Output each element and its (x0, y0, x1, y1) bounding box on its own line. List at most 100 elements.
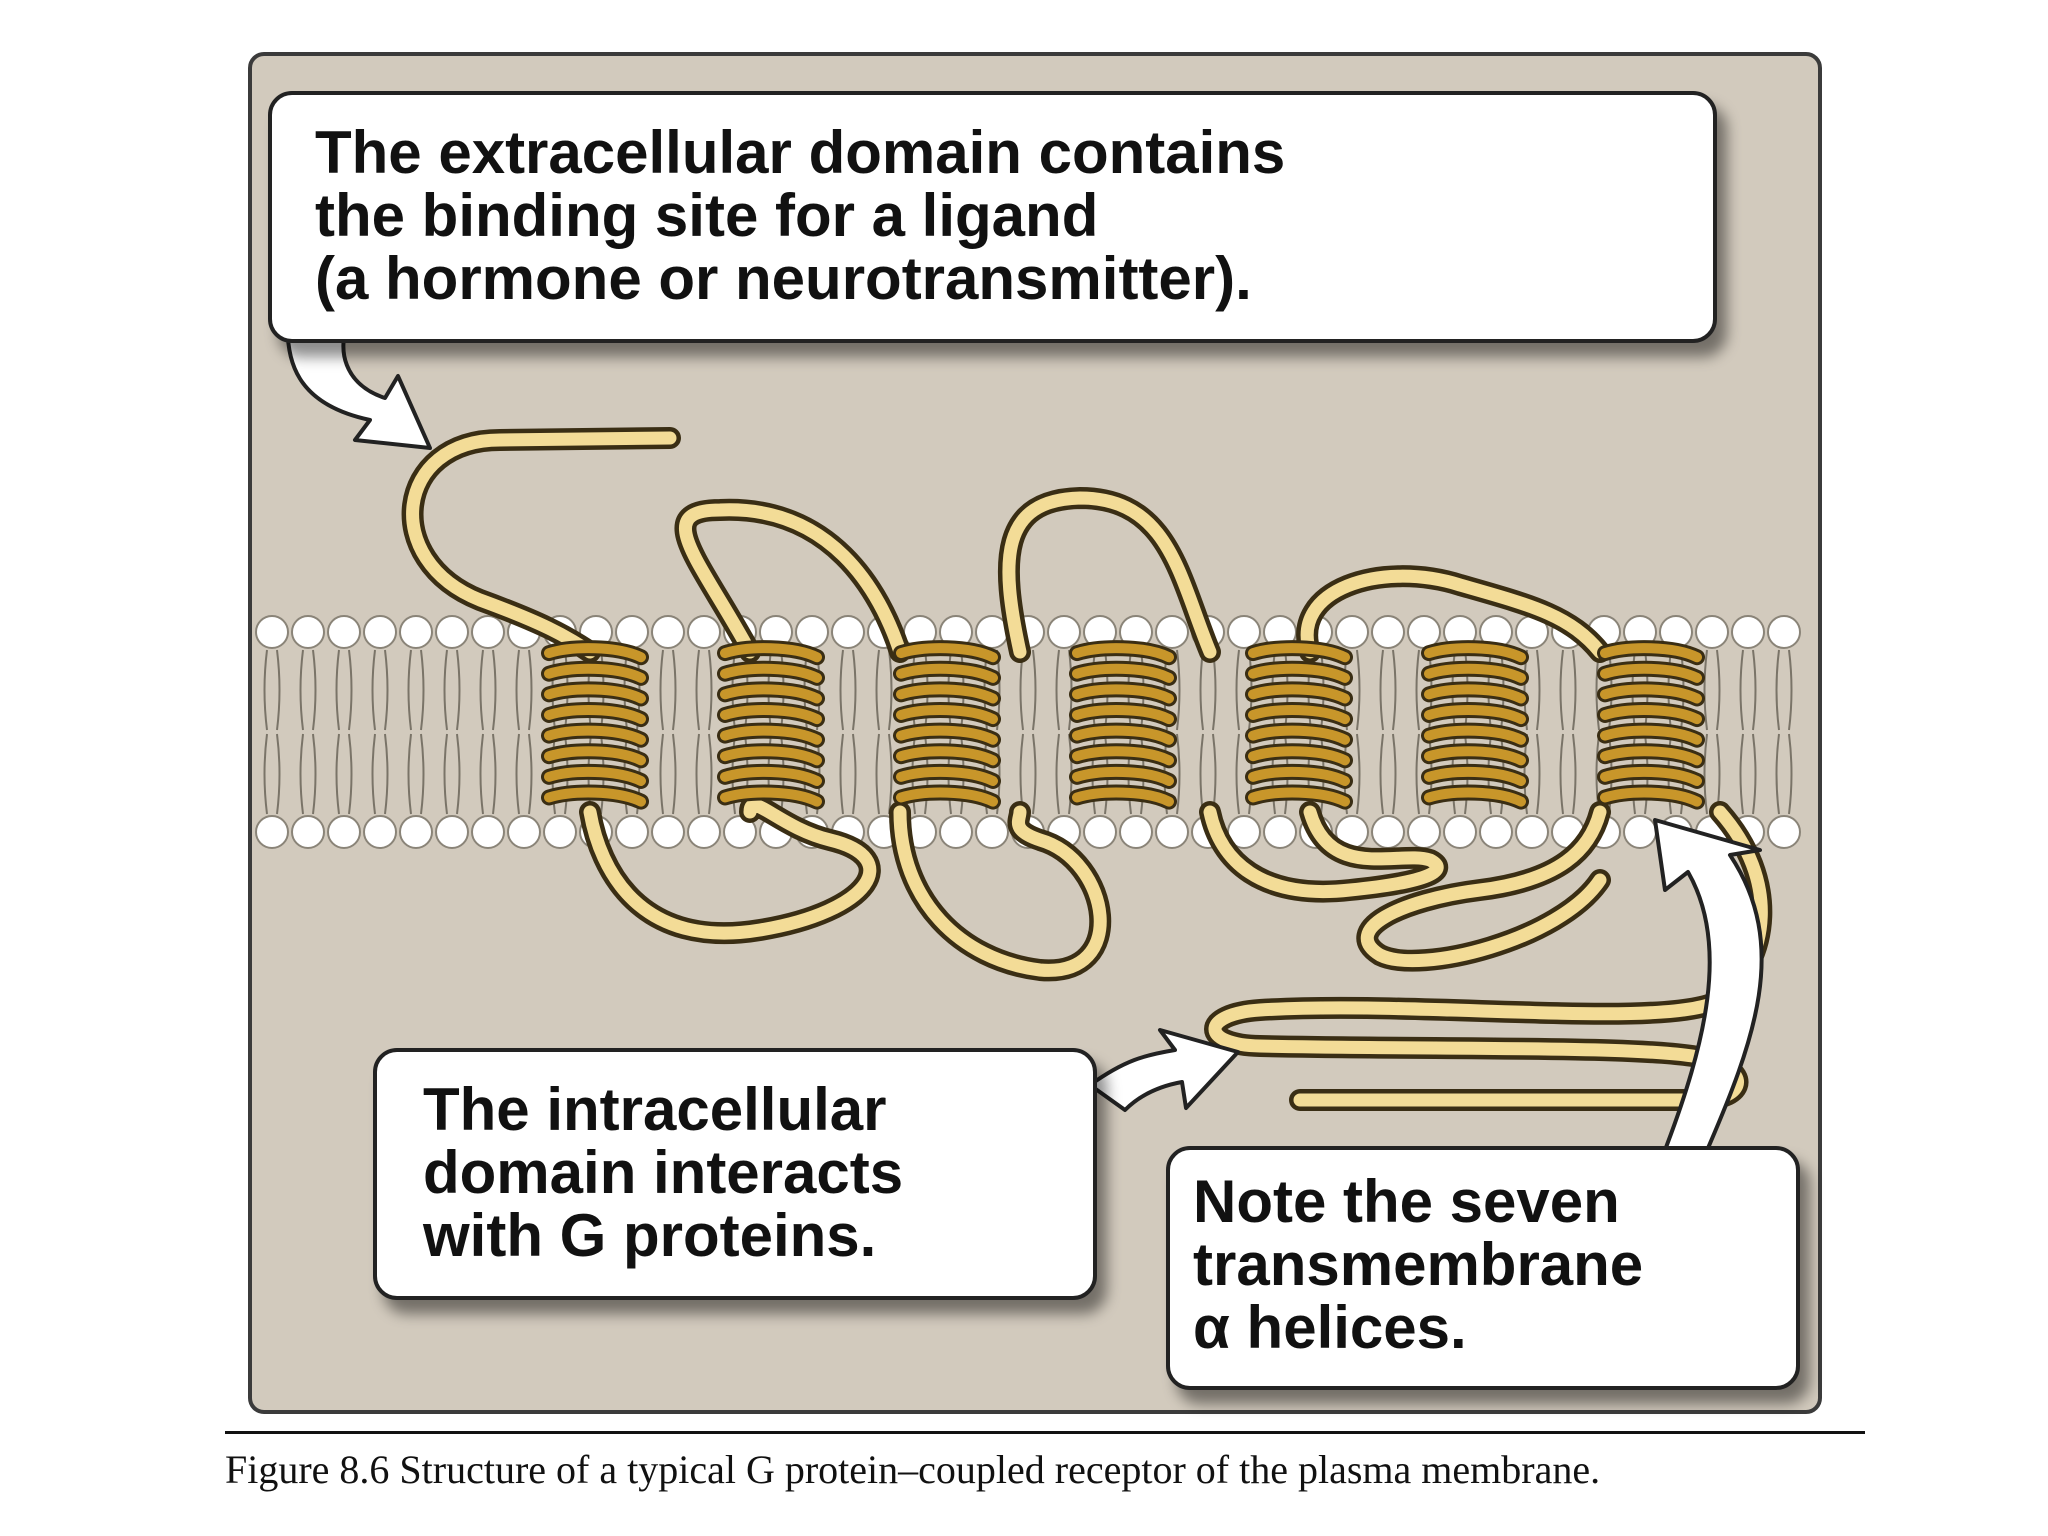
helix (1421, 640, 1529, 810)
intracellular-callout-arrow (1088, 1028, 1240, 1112)
lipid-head (651, 615, 685, 649)
lipid-tail (1019, 649, 1037, 815)
lipid-tail (1379, 649, 1397, 815)
lipid-tail (479, 649, 497, 815)
lipid-head (1263, 815, 1297, 849)
helix-coil (1424, 643, 1526, 807)
lipid-head (1155, 815, 1189, 849)
lipid-head (975, 815, 1009, 849)
lipid-head (291, 615, 325, 649)
lipid-head (507, 815, 541, 849)
lipid-tail (515, 649, 533, 815)
helix (1245, 640, 1353, 810)
lipid-head (363, 615, 397, 649)
lipid-tail (263, 649, 281, 815)
helix (541, 640, 649, 810)
lipid-head (651, 815, 685, 849)
lipid-tail (839, 649, 857, 815)
lipid-head (291, 815, 325, 849)
lipid-tail (1739, 649, 1757, 815)
helix (1069, 640, 1177, 810)
lipid-head (399, 615, 433, 649)
callout-box (373, 1048, 1097, 1300)
helices-callout: Note the seven transmembrane α helices. (1166, 1146, 1800, 1390)
figure-caption: Figure 8.6 Structure of a typical G prot… (225, 1447, 1601, 1492)
lipid-tail (1559, 649, 1577, 815)
lipid-head (471, 615, 505, 649)
intracellular-text-line-1: The intracellular (423, 1076, 886, 1143)
lipid-head (363, 815, 397, 849)
lipid-tail (371, 649, 389, 815)
helices-callout-arrow (1653, 818, 1764, 1157)
lipid-tail (407, 649, 425, 815)
lipid-head (1479, 815, 1513, 849)
lipid-head (1335, 615, 1369, 649)
extracellular-callout: The extracellular domain contains the bi… (268, 91, 1717, 343)
caption-rule (225, 1431, 1865, 1434)
helix-coil (1600, 643, 1702, 807)
lipid-head (1371, 815, 1405, 849)
lipid-head (1407, 615, 1441, 649)
helix (1597, 640, 1705, 810)
transmembrane-helices (541, 640, 1705, 810)
lipid-tail (875, 649, 893, 815)
helices-text-line-3: α helices. (1193, 1294, 1467, 1361)
extracellular-text-line-3: (a hormone or neurotransmitter). (315, 245, 1252, 312)
lipid-head (687, 815, 721, 849)
lipid-head (687, 615, 721, 649)
lipid-head (1407, 815, 1441, 849)
lipid-head (615, 815, 649, 849)
helices-text-line-2: transmembrane (1193, 1231, 1643, 1298)
helix (893, 640, 1001, 810)
lipid-head (1731, 615, 1765, 649)
lipid-head (1083, 815, 1117, 849)
lipid-head (435, 815, 469, 849)
lipid-head (327, 615, 361, 649)
intracellular-text-line-3: with G proteins. (422, 1202, 876, 1269)
lipid-head (939, 815, 973, 849)
lipid-head (399, 815, 433, 849)
intracellular-callout: The intracellular domain interacts with … (373, 1048, 1097, 1300)
helices-text-line-1: Note the seven (1193, 1168, 1620, 1235)
helix-coil (544, 643, 646, 807)
lipid-tail (1703, 649, 1721, 815)
intracellular-text-line-2: domain interacts (423, 1139, 903, 1206)
lipid-tail (1199, 649, 1217, 815)
lipid-tail (1523, 649, 1541, 815)
callout-box (268, 91, 1717, 343)
callout-box (1166, 1146, 1800, 1390)
extracellular-text-line-2: the binding site for a ligand (315, 182, 1098, 249)
extracellular-text-line-1: The extracellular domain contains (315, 119, 1285, 186)
lipid-head (471, 815, 505, 849)
lipid-head (1371, 615, 1405, 649)
lipid-head (1767, 815, 1801, 849)
helix (717, 640, 825, 810)
helix-coil (720, 643, 822, 807)
lipid-head (435, 615, 469, 649)
helix-coil (896, 643, 998, 807)
lipid-tail (1775, 649, 1793, 815)
lipid-head (1227, 615, 1261, 649)
lipid-head (255, 615, 289, 649)
lipid-head (1515, 815, 1549, 849)
lipid-head (1155, 615, 1189, 649)
lipid-head (1119, 815, 1153, 849)
helix-coil (1072, 643, 1174, 807)
lipid-head (1767, 615, 1801, 649)
lipid-head (1443, 815, 1477, 849)
lipid-tail (695, 649, 713, 815)
lipid-head (795, 615, 829, 649)
lipid-head (831, 615, 865, 649)
receptor-strand (401, 427, 1773, 1111)
lipid-head (543, 815, 577, 849)
lipid-head (1623, 815, 1657, 849)
lipid-head (255, 815, 289, 849)
lipid-tail (299, 649, 317, 815)
lipid-head (327, 815, 361, 849)
lipid-tail (659, 649, 677, 815)
helix-coil (1248, 643, 1350, 807)
lipid-head (1047, 615, 1081, 649)
lipid-tail (443, 649, 461, 815)
lipid-head (1695, 615, 1729, 649)
